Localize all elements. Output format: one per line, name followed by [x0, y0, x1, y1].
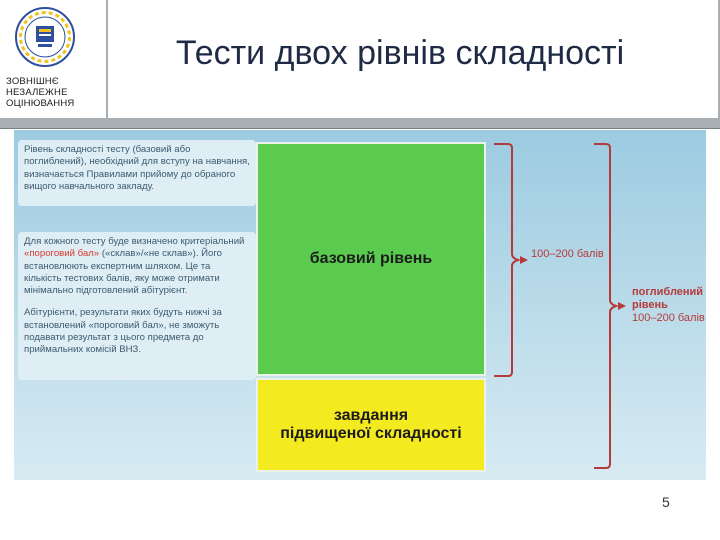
basic-range-brace	[494, 143, 528, 377]
basic-range-label: 100–200 балів	[531, 248, 604, 260]
advanced-tasks-label: завдання підвищеної складності	[280, 407, 461, 443]
header-bar	[0, 118, 720, 129]
header-right-border	[718, 0, 720, 118]
info-card-admission: Рівень складності тесту (базовий або пог…	[18, 140, 256, 206]
deep-level-label: поглиблений рівень 100–200 балів	[632, 286, 705, 325]
info-card-threshold: Для кожного тесту буде визначено критері…	[18, 232, 256, 380]
below-threshold-paragraph: Абітурієнти, результати яких будуть нижч…	[24, 307, 222, 356]
deep-range-brace	[594, 143, 626, 469]
basic-level-block: базовий рівень	[256, 142, 486, 376]
advanced-line-1: завдання	[333, 407, 409, 424]
slide-title: Тести двох рівнів складності	[175, 34, 625, 72]
org-line-1: ЗОВНІШНЄ	[6, 76, 59, 87]
basic-level-label: базовий рівень	[309, 250, 433, 267]
organization-name: ЗОВНІШНЄ НЕЗАЛЕЖНЕ ОЦІНЮВАННЯ	[6, 76, 106, 109]
levels-illustration: Рівень складності тесту (базовий або пог…	[14, 130, 706, 480]
page-number: 5	[662, 494, 670, 510]
header-divider	[106, 0, 108, 118]
advanced-line-2: підвищеної складності	[280, 425, 462, 442]
zno-logo	[15, 7, 75, 67]
advanced-tasks-block: завдання підвищеної складності	[256, 378, 486, 472]
deep-level-line-2: рівень	[632, 299, 668, 311]
org-line-3: ОЦІНЮВАННЯ	[6, 98, 75, 109]
org-line-2: НЕЗАЛЕЖНЕ	[6, 87, 68, 98]
threshold-text-b: («склав»/«не склав»). Його встановлюють …	[24, 248, 222, 297]
threshold-text-a: Для кожного тесту буде визначено критері…	[24, 236, 245, 247]
deep-level-line-1: поглиблений	[632, 286, 704, 298]
deep-range-label: 100–200 балів	[632, 312, 705, 324]
threshold-paragraph: Для кожного тесту буде визначено критері…	[24, 236, 250, 297]
threshold-highlight: «пороговий бал»	[24, 248, 100, 260]
